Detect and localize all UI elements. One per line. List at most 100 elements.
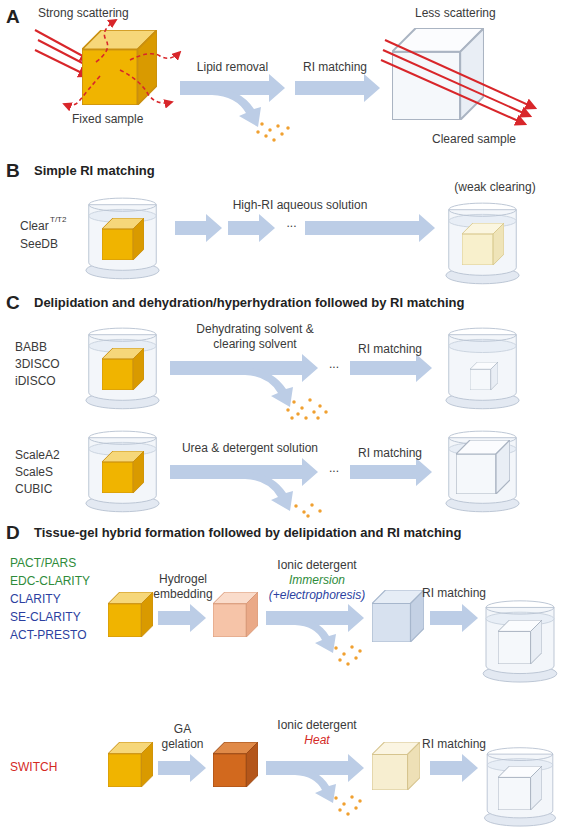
step-label: Lipid removal [180,60,285,75]
sample-cube [102,451,144,493]
cleared-sample-cube [498,620,542,664]
annotation: (weak clearing) [440,180,550,195]
light-ray [35,30,90,60]
ellipsis: ... [320,461,348,476]
panel-heading: Simple RI matching [34,163,155,179]
removal-arrow [245,368,293,407]
ga-gel-cube [213,742,258,787]
method-name: SE-CLARITY [10,610,81,625]
process-arrow [350,458,432,486]
process-arrow [170,458,318,486]
light-ray [383,50,530,116]
annotation: Strong scattering [38,6,129,21]
method-name: CUBIC [15,482,52,497]
beaker [484,748,555,826]
sample-cube [102,218,144,260]
sample-cube [108,592,153,637]
method-name: EDC-CLARITY [10,574,90,589]
lipid-dots [288,400,326,418]
method-name: Clear [20,219,49,234]
light-ray [385,40,535,108]
step-label: High-RI aqueous solution [200,198,400,213]
step-label: RI matching [290,60,380,75]
process-arrow [430,604,478,632]
light-ray [35,50,88,76]
step-condition: Heat [262,733,372,748]
panel-letter: C [6,292,20,314]
beaker [483,601,557,682]
process-arrow [305,214,435,242]
step-condition: (+electrophoresis) [262,588,372,603]
lipid-dots [296,505,320,516]
scattered-ray [120,70,172,103]
process-arrow [158,604,206,632]
step-label: Ionic detergent [262,558,372,573]
annotation: Fixed sample [72,112,143,127]
step-label: RI matching [414,737,494,752]
panel-letter: A [6,6,20,28]
method-name: iDISCO [15,374,56,389]
method-name: PACT/PARS [10,556,76,571]
step-label: Urea & detergent solution [170,441,330,456]
step-label: RI matching [414,586,494,601]
beaker [446,431,519,512]
fixed-sample-cube [82,30,157,105]
process-arrow [170,354,318,382]
lipid-dots [258,124,288,140]
delipidated-cube [372,742,420,790]
removal-arrow [245,472,293,511]
beaker [86,198,159,279]
step-label: Ionic detergent [262,718,372,733]
method-name: CLARITY [10,592,61,607]
method-name: BABB [15,340,47,355]
process-arrow [228,214,275,242]
annotation: Cleared sample [432,132,516,147]
ellipsis: ... [279,216,304,231]
removal-arrow [212,88,261,127]
method-superscript: T/T2 [50,215,66,224]
method-name: SWITCH [10,760,57,775]
shrunk-cleared-cube [470,362,498,390]
panel-letter: B [6,160,20,182]
beaker [86,431,159,512]
weakly-cleared-cube [462,223,504,265]
scattered-ray [64,76,100,105]
step-label: Hydrogel embedding [148,572,218,602]
annotation: Less scattering [415,6,496,21]
process-arrow [430,754,478,782]
step-label: GA gelation [155,722,210,752]
sample-cube [102,348,144,390]
process-arrow [295,74,380,102]
expanded-cleared-cube [456,440,510,494]
panel-heading: Tissue-gel hybrid formation followed by … [34,525,461,541]
beaker [446,203,519,284]
process-arrow [158,754,206,782]
step-label: Dehydrating solvent & clearing solvent [190,322,320,352]
beaker [86,328,159,409]
process-arrow [350,354,432,382]
scattered-ray [130,52,180,60]
panel-letter: D [6,522,20,544]
step-label: RI matching [340,446,440,461]
method-name: ACT-PRESTO [10,628,86,643]
cleared-sample-cube [498,766,542,810]
step-condition: Immersion [262,573,372,588]
step-label: RI matching [340,342,440,357]
process-arrow [175,214,222,242]
light-ray [381,60,525,124]
method-name: SeeDB [20,237,58,252]
beaker [446,328,519,409]
method-name: ScaleS [15,465,53,480]
lipid-dots [336,647,360,664]
ellipsis: ... [320,357,348,372]
removal-arrow [295,618,336,653]
removal-arrow [295,768,336,803]
hydrogel-cube [213,592,258,637]
panel-heading: Delipidation and dehydration/hyperhydrat… [34,295,464,311]
method-name: 3DISCO [15,357,60,372]
scattered-ray [96,20,116,62]
method-name: ScaleA2 [15,448,60,463]
lipid-dots [336,797,360,814]
sample-cube [108,742,153,787]
